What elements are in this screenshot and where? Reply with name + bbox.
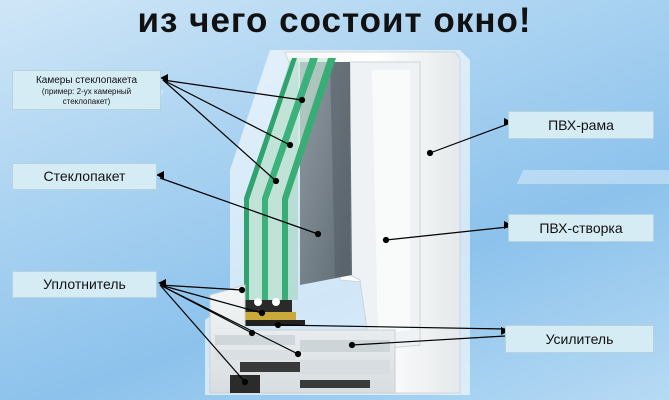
reinforcement-bar bbox=[300, 380, 370, 388]
label-pvc-sash: ПВХ-створка bbox=[508, 214, 654, 242]
reinforcement-bar bbox=[240, 362, 300, 372]
page-title: из чего состоит окно! bbox=[137, 1, 532, 40]
label-pvc-sash-text: ПВХ-створка bbox=[539, 220, 623, 236]
label-glass-unit-text: Стеклопакет bbox=[43, 168, 126, 184]
chamber-1 bbox=[249, 58, 310, 300]
glass-shadow bbox=[330, 62, 350, 278]
label-reinforcement-text: Усилитель bbox=[545, 331, 614, 347]
label-chambers-note: (пример: 2-ух камерный стеклопакет) bbox=[41, 87, 132, 106]
label-pvc-frame-text: ПВХ-рама bbox=[548, 117, 614, 133]
profile-chamber bbox=[300, 340, 390, 352]
seal-strip bbox=[240, 312, 296, 320]
chamber-2 bbox=[268, 58, 328, 300]
arrowhead bbox=[160, 74, 168, 82]
spacer-bead bbox=[272, 298, 280, 306]
arrowhead bbox=[156, 171, 164, 179]
label-chambers-title: Камеры стеклопакета bbox=[35, 75, 138, 86]
profile-chamber bbox=[215, 335, 295, 345]
label-pvc-frame: ПВХ-рама bbox=[508, 111, 654, 139]
label-reinforcement: Усилитель bbox=[505, 325, 654, 353]
arrowhead bbox=[158, 279, 166, 287]
sash-highlight bbox=[372, 70, 410, 335]
label-glass-unit: Стеклопакет bbox=[12, 163, 157, 190]
label-chambers: Камеры стеклопакета (пример: 2-ух камерн… bbox=[12, 70, 161, 110]
seal-gasket bbox=[235, 320, 305, 326]
glass-pane-3-edge bbox=[282, 58, 336, 300]
profile-chamber bbox=[215, 350, 295, 360]
glass-pane-1-edge bbox=[244, 58, 297, 300]
label-seal: Уплотнитель bbox=[12, 271, 157, 298]
label-seal-text: Уплотнитель bbox=[43, 276, 126, 292]
spacer-bead bbox=[254, 298, 262, 306]
profile-chamber bbox=[300, 360, 390, 374]
